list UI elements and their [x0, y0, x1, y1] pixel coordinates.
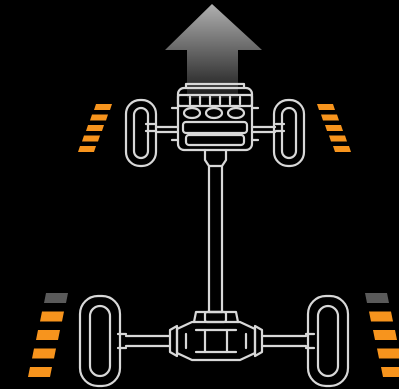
rear-right-wheel: [306, 294, 350, 388]
forward-arrow-icon: [165, 4, 262, 98]
front-left-torque-indicator: [78, 104, 112, 152]
rear-differential: [175, 310, 257, 362]
torque-segment: [329, 135, 347, 142]
engine-icon: [170, 82, 260, 152]
torque-segment: [82, 135, 100, 142]
drivetrain-chassis-icon: [78, 82, 350, 388]
torque-segment: [321, 114, 339, 121]
front-axle: [144, 122, 286, 134]
torque-segment: [86, 125, 104, 131]
torque-segment: [369, 311, 393, 322]
torque-segment: [32, 348, 56, 359]
torque-segment: [36, 330, 60, 340]
driveshaft: [203, 148, 228, 324]
torque-segment: [90, 114, 108, 121]
torque-segment: [373, 330, 397, 340]
torque-segment: [28, 367, 52, 377]
torque-segment: [381, 367, 399, 377]
torque-segment: [94, 104, 112, 110]
front-left-wheel: [124, 98, 158, 168]
rear-right-torque-indicator: [365, 293, 399, 377]
torque-segment: [333, 146, 351, 152]
torque-segment: [44, 293, 68, 303]
rear-left-torque-indicator: [28, 293, 68, 377]
rear-left-wheel: [78, 294, 122, 388]
front-right-wheel: [272, 98, 306, 168]
torque-segment: [377, 348, 399, 359]
torque-segment: [78, 146, 96, 152]
front-right-torque-indicator: [317, 104, 351, 152]
torque-segment: [317, 104, 335, 110]
torque-segment: [325, 125, 343, 131]
torque-segment: [40, 311, 64, 322]
torque-segment: [365, 293, 389, 303]
